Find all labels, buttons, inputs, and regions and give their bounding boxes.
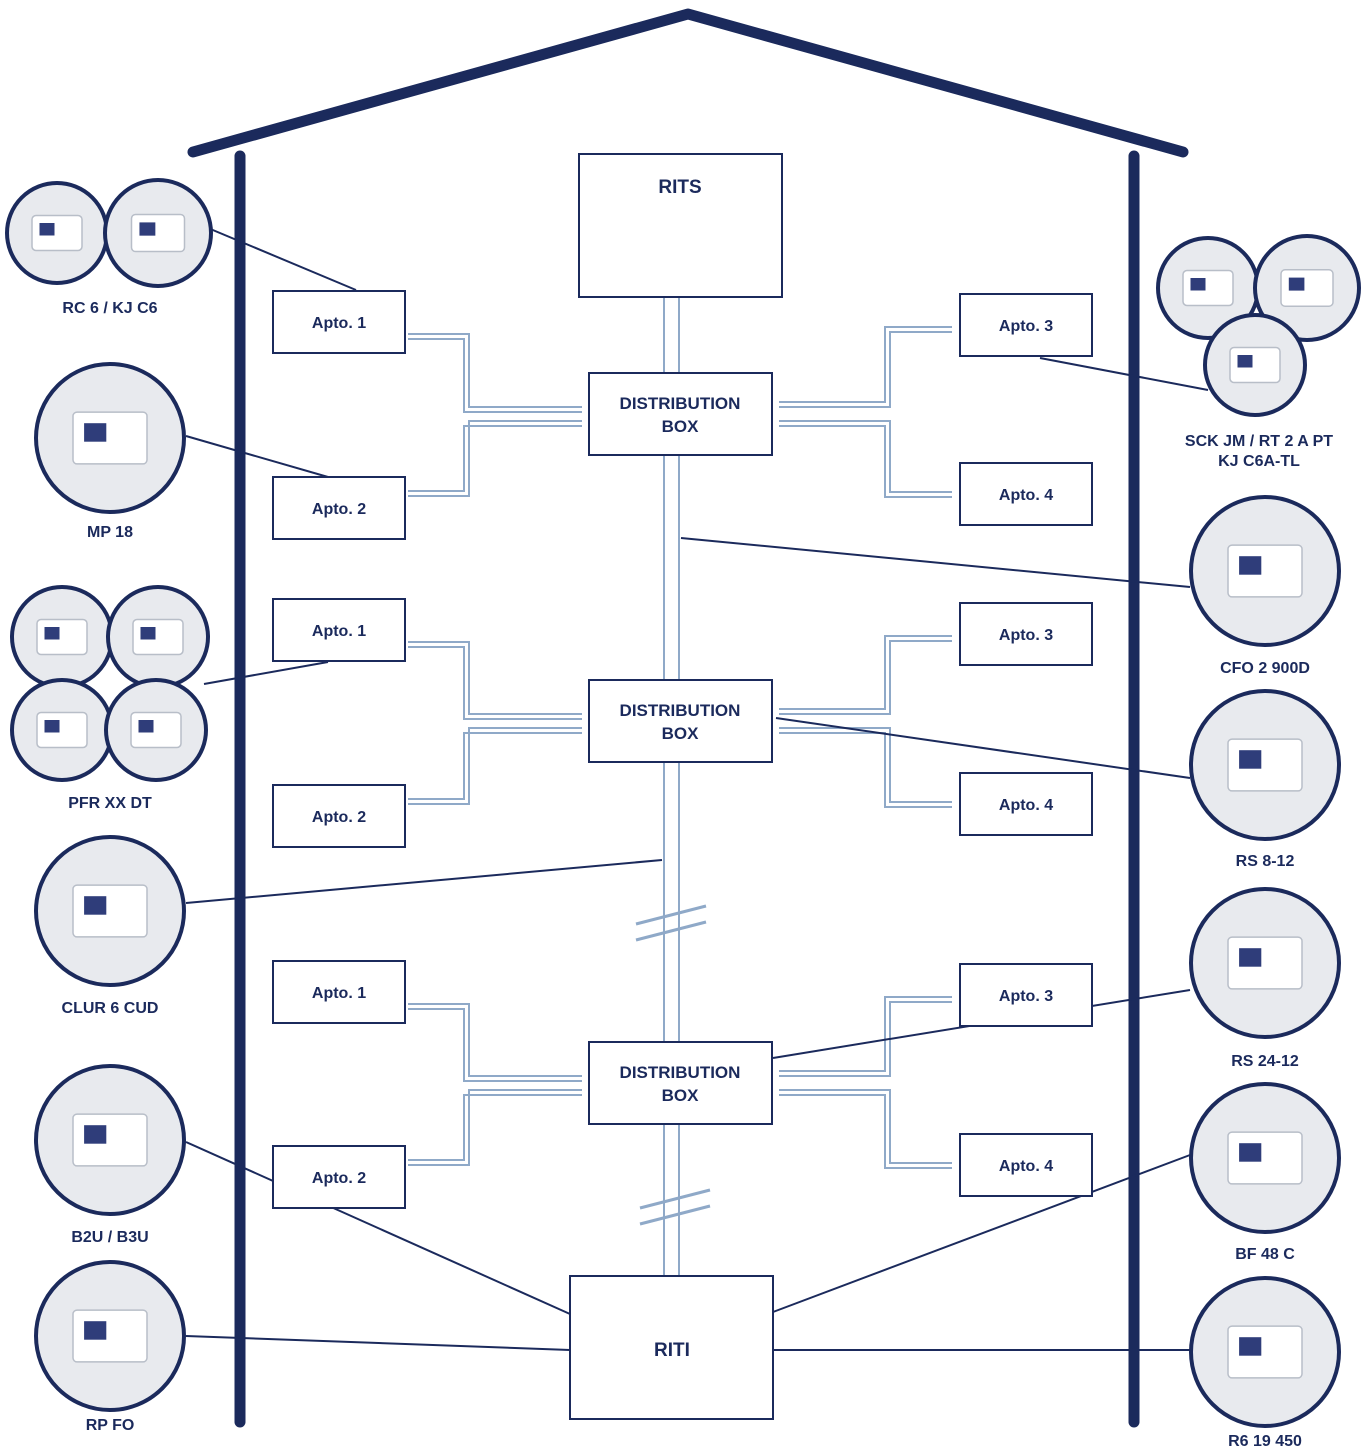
apartment-label: Apto. 1 <box>312 985 366 1002</box>
photo-rt2apt <box>1253 234 1361 342</box>
photo-pfr-2 <box>106 585 210 689</box>
photo-kjc6-keystone <box>103 178 213 288</box>
roof <box>187 8 1189 158</box>
photo-rs8-12 <box>1189 689 1341 841</box>
riser-pipe <box>663 297 680 1276</box>
photo-rp-fo <box>34 1260 186 1412</box>
label-rs8-12: RS 8-12 <box>1235 853 1295 870</box>
label-cfo2900d: CFO 2 900D <box>1220 660 1310 677</box>
label-mp18: MP 18 <box>87 524 133 541</box>
photo-clur6cud <box>34 835 186 987</box>
rits-label: RITS <box>658 177 701 198</box>
distribution-box: DISTRIBUTION BOX <box>588 679 773 763</box>
apartment-1: Apto. 1 <box>272 960 406 1024</box>
apartment-label: Apto. 1 <box>312 623 366 640</box>
apartment-label: Apto. 4 <box>999 487 1053 504</box>
label-clur6cud: CLUR 6 CUD <box>61 1000 159 1017</box>
label-sck-jm: SCK JM / RT 2 A PT <box>1184 433 1334 450</box>
branch-pipes <box>408 326 952 1169</box>
photo-kj-c6a-tl <box>1203 313 1307 417</box>
distribution-box: DISTRIBUTION BOX <box>588 372 773 456</box>
apartment-label: Apto. 2 <box>312 501 366 518</box>
apartment-4: Apto. 4 <box>959 772 1093 836</box>
apartment-2: Apto. 2 <box>272 1145 406 1209</box>
label-bf48c: BF 48 C <box>1235 1246 1295 1263</box>
leader-lines <box>185 227 1209 1351</box>
apartment-2: Apto. 2 <box>272 476 406 540</box>
distribution-box-label-line2: BOX <box>662 1086 700 1105</box>
apartment-3: Apto. 3 <box>959 293 1093 357</box>
distribution-box-label-line1: DISTRIBUTION <box>620 701 741 720</box>
distribution-box-label-line1: DISTRIBUTION <box>620 394 741 413</box>
floor-2: DISTRIBUTION BOX Apto. 1 Apto. 2 Apto. 3 Apto… <box>272 598 1093 848</box>
label-rc6-kjc6: RC 6 / KJ C6 <box>62 300 158 317</box>
distribution-box-label-line2: BOX <box>662 724 700 743</box>
apartment-2: Apto. 2 <box>272 784 406 848</box>
photo-pfr-4 <box>104 678 208 782</box>
photo-r6-19-450 <box>1189 1276 1341 1428</box>
floor-3: DISTRIBUTION BOX Apto. 1 Apto. 2 Apto. 3 Apto… <box>272 960 1093 1209</box>
apartment-label: Apto. 2 <box>312 809 366 826</box>
apartment-label: Apto. 4 <box>999 797 1053 814</box>
apartment-3: Apto. 3 <box>959 602 1093 666</box>
apartment-label: Apto. 3 <box>999 627 1053 644</box>
apartment-1: Apto. 1 <box>272 290 406 354</box>
apartment-label: Apto. 1 <box>312 315 366 332</box>
riti-box: RITI <box>569 1275 774 1420</box>
label-rp-fo: RP FO <box>85 1417 135 1434</box>
distribution-box-label-line2: BOX <box>662 417 700 436</box>
apartment-label: Apto. 2 <box>312 1170 366 1187</box>
apartment-3: Apto. 3 <box>959 963 1093 1027</box>
photo-pfr-3 <box>10 678 114 782</box>
break-marks <box>635 904 711 1226</box>
floor-1: DISTRIBUTION BOX Apto. 1 Apto. 2 Apto. 3 Apto… <box>272 290 1093 540</box>
photo-b2u-b3u <box>34 1064 186 1216</box>
label-b2u-b3u: B2U / B3U <box>71 1229 149 1246</box>
apartment-4: Apto. 4 <box>959 462 1093 526</box>
riti-label: RITI <box>654 1340 690 1361</box>
photo-mp18 <box>34 362 186 514</box>
distribution-box: DISTRIBUTION BOX <box>588 1041 773 1125</box>
apartment-label: Apto. 3 <box>999 318 1053 335</box>
apartment-label: Apto. 3 <box>999 988 1053 1005</box>
label-r6-19-450: R6 19 450 <box>1228 1433 1302 1450</box>
photo-rc6-jack <box>5 181 109 285</box>
apartment-1: Apto. 1 <box>272 598 406 662</box>
label-pfr-xx-dt: PFR XX DT <box>68 795 152 812</box>
photo-bf48c <box>1189 1082 1341 1234</box>
distribution-box-label-line1: DISTRIBUTION <box>620 1063 741 1082</box>
photo-rs24-12 <box>1189 887 1341 1039</box>
rits-box: RITS <box>578 153 783 298</box>
photo-sck-jm <box>1156 236 1260 340</box>
photo-pfr-1 <box>10 585 114 689</box>
label-rs24-12: RS 24-12 <box>1231 1053 1299 1070</box>
apartment-label: Apto. 4 <box>999 1158 1053 1175</box>
label-kj-c6a-tl: KJ C6A-TL <box>1218 453 1300 470</box>
apartment-4: Apto. 4 <box>959 1133 1093 1197</box>
photo-cfo2900d <box>1189 495 1341 647</box>
